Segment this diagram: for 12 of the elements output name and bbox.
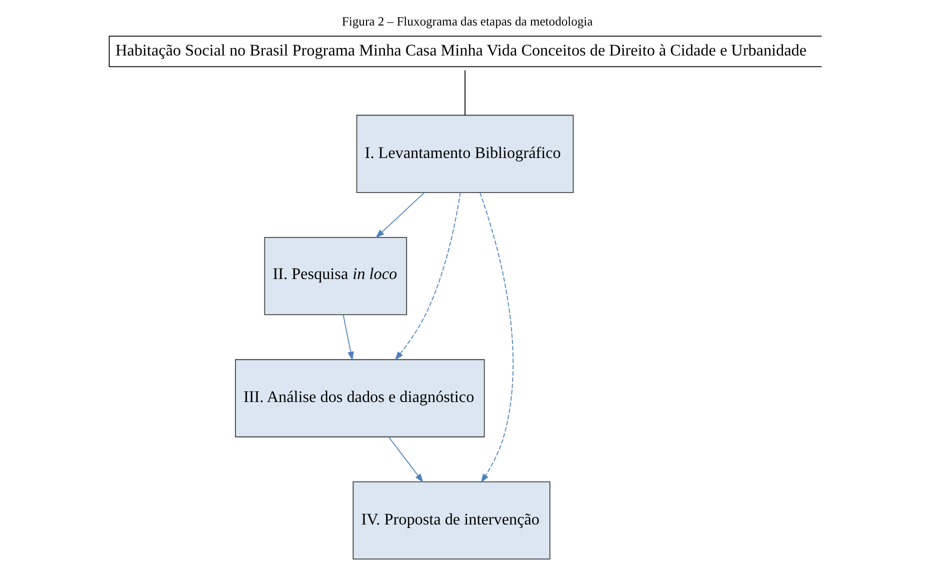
node-text: Habitação Social no Brasil Programa Minha Casa Minha Vida Conceitos de Direito à Cidade e Urbanidade [116,42,807,60]
node-box: IV. Proposta de intervenção [352,481,550,560]
arrow [376,192,425,238]
arrow [394,192,461,360]
node-box: III. Análise dos dados e diagnóstico [235,359,485,438]
arrow [480,192,514,483]
connector [464,70,466,116]
arrow [388,436,424,483]
arrow [342,314,354,361]
node-box: I. Levantamento Bibliográfico [356,114,574,193]
diagram-title: Figura 2 – Fluxograma das etapas da metodologia [342,14,593,29]
node-box: II. Pesquisa in loco [264,236,408,316]
